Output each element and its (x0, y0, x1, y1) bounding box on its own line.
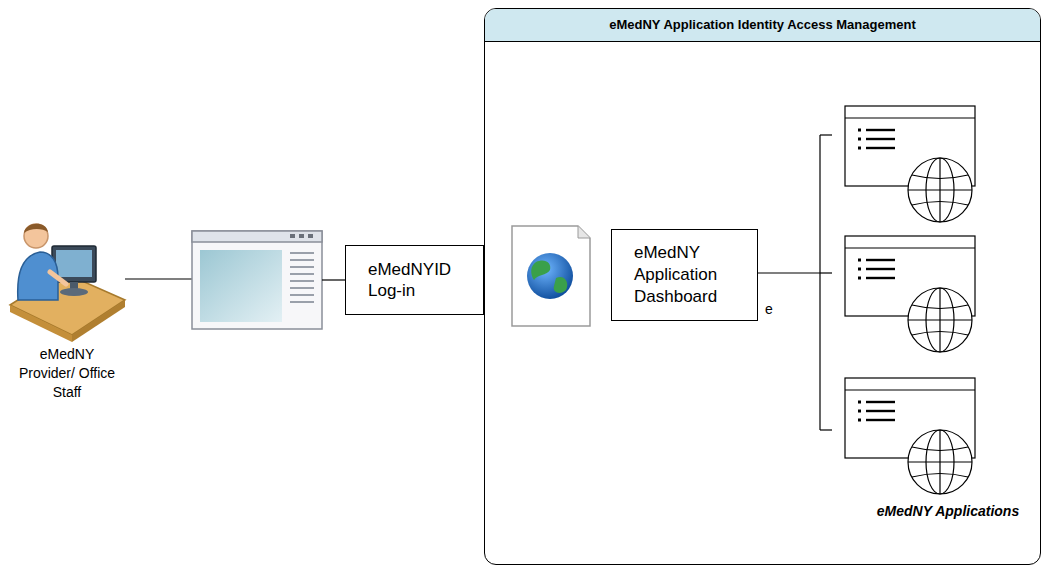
group-label: eMedNY Applications (860, 502, 1036, 520)
app-icon-part (866, 147, 895, 149)
app-icon-part (866, 259, 895, 261)
stray-label: e (765, 301, 773, 317)
drawing-part (192, 231, 322, 329)
app-icon-part (866, 129, 895, 131)
app-icon (845, 236, 975, 352)
drawing-part (290, 266, 314, 268)
app-icon-part (858, 147, 861, 150)
app-icon-part (866, 268, 895, 270)
app-icon-part (858, 401, 861, 404)
app-icon-part (912, 447, 968, 451)
drawing-part (757, 272, 820, 273)
app-icon-part (912, 175, 968, 179)
drawing-part (820, 134, 832, 135)
drawing-part (24, 224, 48, 233)
drawing-part (820, 272, 832, 273)
drawing-part (200, 250, 282, 322)
drawing-part (819, 135, 820, 430)
link-line (125, 278, 192, 279)
drawing-part (290, 253, 314, 302)
web-page-icon (512, 226, 590, 326)
drawing-part (192, 231, 322, 242)
application-icons (845, 106, 975, 494)
app-icon-part (866, 401, 895, 403)
drawing-part (290, 234, 295, 238)
app-icon-part (866, 410, 895, 412)
app-icon-part (858, 410, 861, 413)
drawing-part (290, 252, 314, 254)
drawing-part (56, 250, 92, 277)
drawing-part (60, 288, 88, 296)
app-icon-part (858, 277, 861, 280)
drawing-part (24, 224, 48, 248)
drawing-part (527, 253, 573, 299)
app-icon-part (845, 117, 975, 118)
drawing-part (512, 226, 590, 326)
app-icon (845, 378, 975, 494)
drawing-part (578, 226, 590, 238)
app-icon-part (912, 474, 968, 478)
app-icon (845, 106, 975, 222)
app-icon-part (858, 129, 861, 132)
app-icon-part (908, 319, 972, 320)
drawing-part (290, 294, 314, 296)
app-icon-part (908, 430, 972, 494)
drawing-part (50, 272, 66, 284)
drawing-part (10, 305, 72, 342)
boundary-heading: eMedNY Application Identity Access Manag… (485, 9, 1040, 42)
person-icon (10, 224, 125, 342)
app-icon-part (845, 247, 975, 248)
app-icon-part (908, 288, 972, 352)
drawing-part (290, 280, 314, 282)
app-icon-part (912, 305, 968, 309)
app-icon-part (845, 389, 975, 390)
drawing-part (820, 429, 832, 430)
box-label: eMedNY Application Dashboard (634, 242, 745, 308)
app-icon-part (866, 138, 895, 140)
app-icon-part (858, 138, 861, 141)
system-boundary: eMedNY Application Identity Access Manag… (484, 8, 1041, 565)
drawing-part (290, 287, 314, 289)
bracket-line (757, 135, 832, 430)
app-icon-part (866, 277, 895, 279)
drawing-part (290, 301, 314, 303)
process-box: eMedNY Application Dashboard (611, 229, 758, 321)
link-line (322, 279, 345, 280)
drawing-part (531, 260, 550, 280)
drawing-part (290, 273, 314, 275)
app-icon-part (912, 202, 968, 206)
login-box: eMedNYID Log-in (345, 245, 484, 315)
app-icon-part (912, 332, 968, 336)
drawing-part (308, 234, 313, 238)
drawing-part (299, 234, 304, 238)
app-icon-part (858, 268, 861, 271)
app-icon-part (858, 259, 861, 262)
drawing-part (554, 277, 568, 293)
app-icon-part (908, 461, 972, 462)
drawing-part (290, 259, 314, 261)
browser-icon (192, 231, 322, 329)
app-icon-part (866, 419, 895, 421)
box-label: eMedNYID Log-in (368, 259, 471, 301)
app-icon-part (908, 189, 972, 190)
app-icon-part (858, 419, 861, 422)
app-icon-part (908, 158, 972, 222)
drawing-part (72, 300, 125, 342)
actor-label: eMedNY Provider/ Office Staff (17, 345, 117, 402)
